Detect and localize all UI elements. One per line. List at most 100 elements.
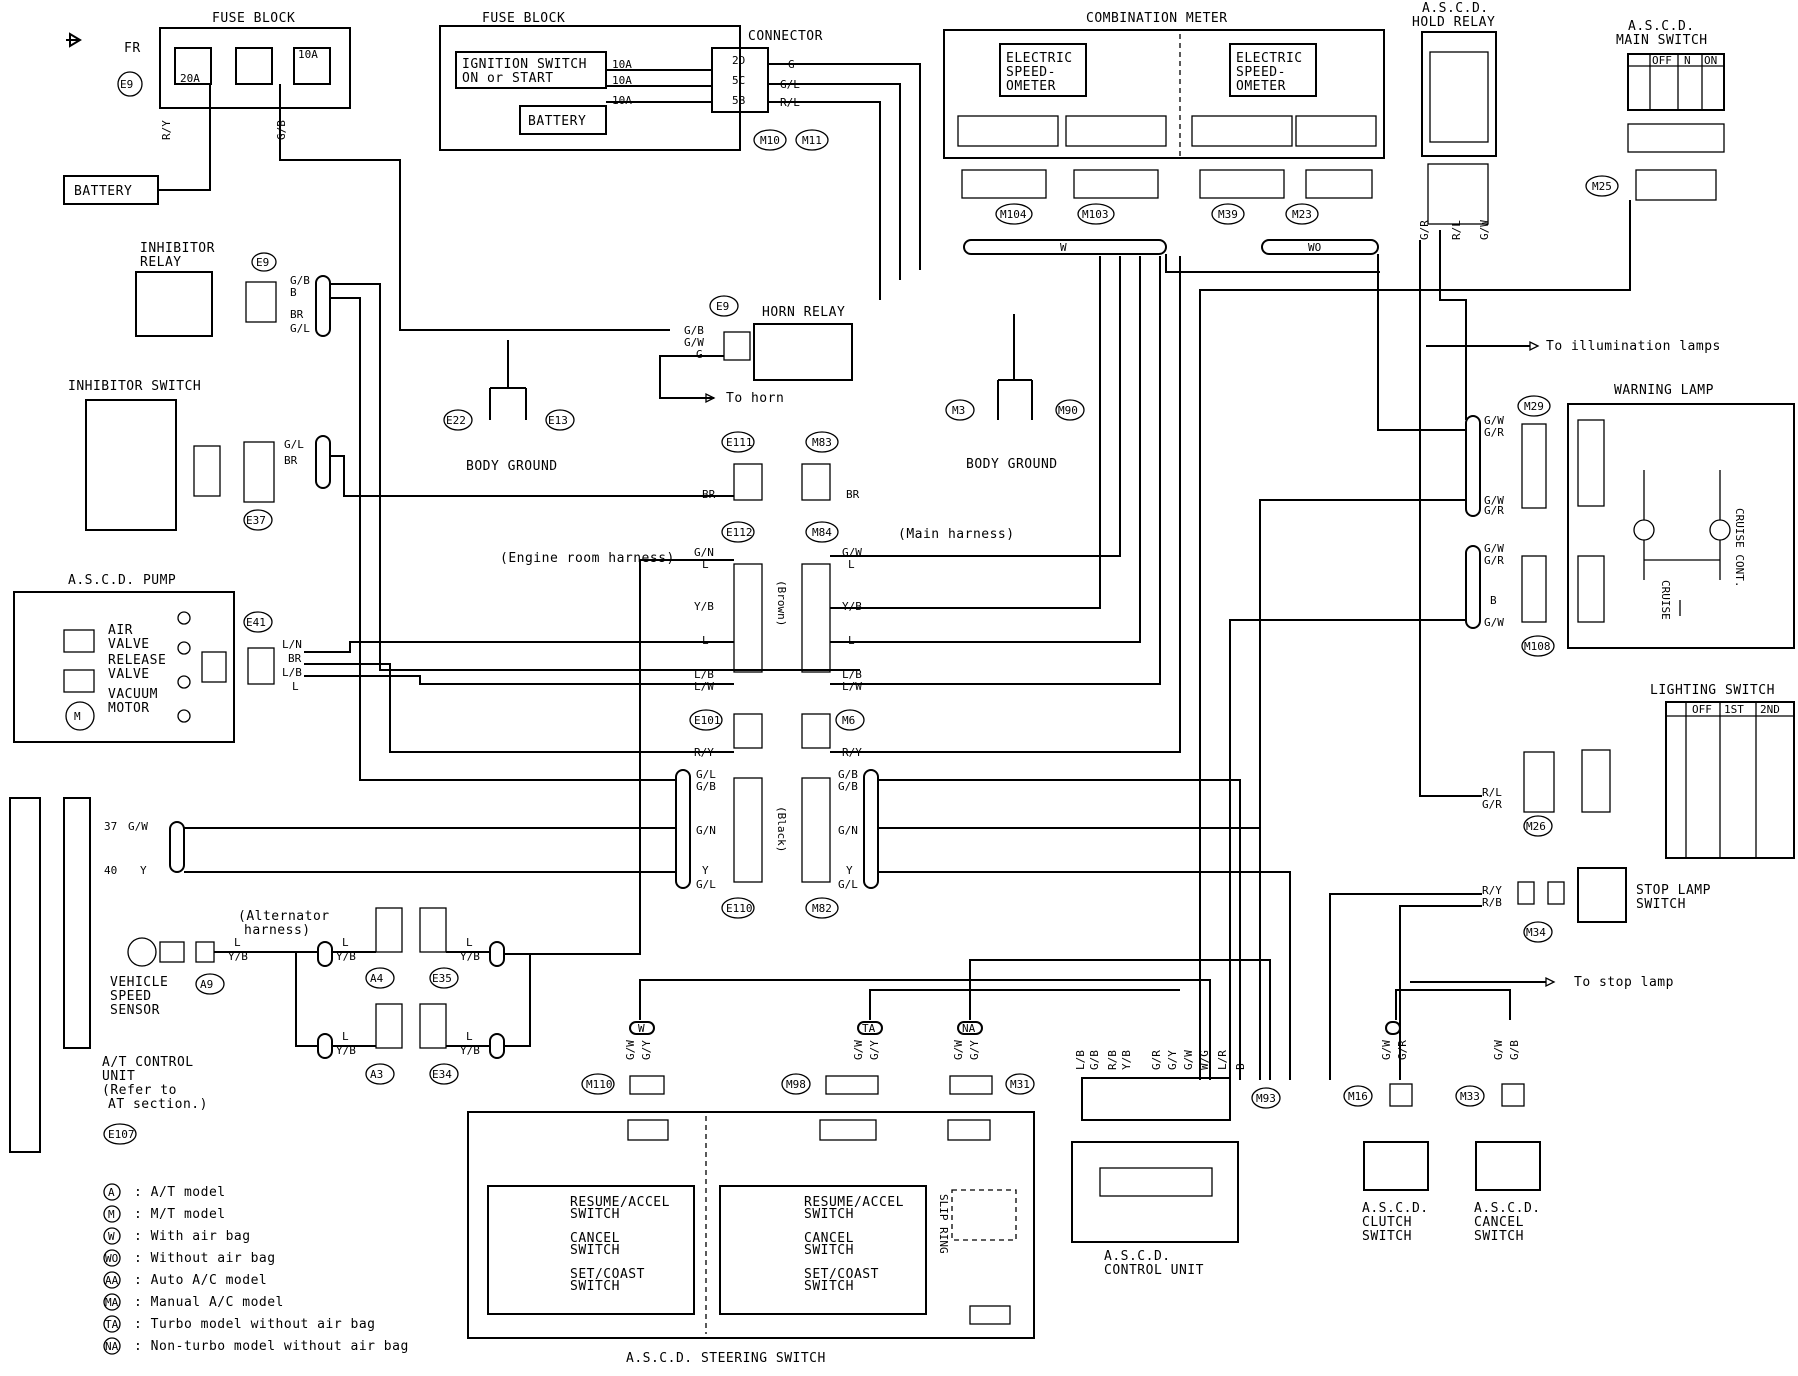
svg-text:SLIP RING: SLIP RING xyxy=(937,1194,950,1254)
svg-text:AA: AA xyxy=(105,1274,119,1287)
svg-text:SPEED-: SPEED- xyxy=(1236,65,1286,80)
svg-text:G/B: G/B xyxy=(684,324,704,337)
svg-text:G/W: G/W xyxy=(1484,414,1504,427)
svg-text:G/R: G/R xyxy=(1484,426,1504,439)
svg-text:CANCEL: CANCEL xyxy=(570,1231,620,1246)
svg-text:SWITCH: SWITCH xyxy=(1474,1229,1524,1244)
svg-text:(Main harness): (Main harness) xyxy=(898,527,1015,542)
svg-text:G/R: G/R xyxy=(1150,1050,1163,1070)
svg-text:R/L: R/L xyxy=(1450,220,1463,240)
svg-text:R/L: R/L xyxy=(1482,786,1502,799)
svg-text:5B: 5B xyxy=(732,94,746,107)
svg-text:G/L: G/L xyxy=(696,768,716,781)
svg-text:CRUISE: CRUISE xyxy=(1659,580,1672,620)
svg-text:M: M xyxy=(108,1208,115,1221)
svg-text:G/B: G/B xyxy=(290,274,310,287)
svg-text:5C: 5C xyxy=(732,74,745,87)
svg-text:Y: Y xyxy=(140,864,147,877)
svg-text:L/B: L/B xyxy=(282,666,302,679)
svg-text:Y: Y xyxy=(846,864,853,877)
svg-text:SWITCH: SWITCH xyxy=(570,1279,620,1294)
svg-text:M98: M98 xyxy=(786,1078,806,1091)
svg-text:ELECTRIC: ELECTRIC xyxy=(1236,51,1303,66)
svg-text:L/W: L/W xyxy=(694,680,714,693)
svg-text:W: W xyxy=(638,1022,645,1035)
svg-text:M93: M93 xyxy=(1256,1092,1276,1105)
svg-text:BR: BR xyxy=(288,652,302,665)
svg-text:M10: M10 xyxy=(760,134,780,147)
svg-text:L: L xyxy=(292,680,299,693)
svg-text:ELECTRIC: ELECTRIC xyxy=(1006,51,1073,66)
svg-text:R/Y: R/Y xyxy=(160,120,173,140)
svg-text:2D: 2D xyxy=(732,54,745,67)
svg-text:Y/B: Y/B xyxy=(336,1044,356,1057)
svg-text:R/Y: R/Y xyxy=(1482,884,1502,897)
ascd-pump: A.S.C.D. PUMP M AIR VALVE RELEASE VALVE … xyxy=(13,573,302,743)
svg-text:SWITCH: SWITCH xyxy=(570,1243,620,1258)
svg-text:R/B: R/B xyxy=(1106,1050,1119,1070)
svg-text:E107: E107 xyxy=(108,1128,135,1141)
svg-text:20A: 20A xyxy=(180,72,200,85)
svg-text:Y/B: Y/B xyxy=(694,600,714,613)
svg-text:G/N: G/N xyxy=(838,824,858,837)
illumination-arrow: To illumination lamps xyxy=(1426,339,1720,354)
warning-lamp: WARNING LAMP CRUISE CRUISE CONT. M29 M10… xyxy=(1465,383,1795,657)
svg-text:E9: E9 xyxy=(120,78,133,91)
svg-text:: Non-turbo model without air: : Non-turbo model without air bag xyxy=(134,1339,409,1354)
svg-text:A.S.C.D.: A.S.C.D. xyxy=(1422,1,1489,16)
svg-text:Y: Y xyxy=(702,864,709,877)
svg-text:E112: E112 xyxy=(726,526,753,539)
svg-text:Y/B: Y/B xyxy=(460,950,480,963)
svg-text:TA: TA xyxy=(105,1318,119,1331)
svg-text:ON or START: ON or START xyxy=(462,71,554,86)
svg-text:INHIBITOR SWITCH: INHIBITOR SWITCH xyxy=(68,379,201,394)
ascd-hold-relay: A.S.C.D. HOLD RELAY G/R R/L G/W xyxy=(1412,1,1497,240)
svg-text:WO: WO xyxy=(105,1252,118,1265)
svg-text:STOP LAMP: STOP LAMP xyxy=(1636,883,1711,898)
svg-text:G/B: G/B xyxy=(838,768,858,781)
svg-text:VALVE: VALVE xyxy=(108,667,150,682)
svg-text:VACUUM: VACUUM xyxy=(108,687,158,702)
svg-text:R/B: R/B xyxy=(1482,896,1502,909)
svg-text:1ST: 1ST xyxy=(1724,703,1744,716)
svg-text:E41: E41 xyxy=(246,616,266,629)
svg-text:: A/T model: : A/T model xyxy=(134,1185,226,1200)
svg-text:MA: MA xyxy=(105,1296,119,1309)
svg-text:L: L xyxy=(466,936,473,949)
svg-text:BR: BR xyxy=(702,488,716,501)
svg-text:M90: M90 xyxy=(1058,404,1078,417)
fuse-block-right: FUSE BLOCK IGNITION SWITCH ON or START B… xyxy=(439,11,921,300)
svg-text:SWITCH: SWITCH xyxy=(804,1207,854,1222)
svg-text:To horn: To horn xyxy=(726,391,784,406)
svg-text:AIR: AIR xyxy=(108,623,133,638)
svg-text:A.S.C.D.: A.S.C.D. xyxy=(1362,1201,1429,1216)
svg-text:M26: M26 xyxy=(1526,820,1546,833)
svg-text:G/N: G/N xyxy=(696,824,716,837)
svg-text:L: L xyxy=(702,558,709,571)
svg-text:G/B: G/B xyxy=(1088,1050,1101,1070)
inhibitor-relay: INHIBITOR RELAY E9 G/B B BR G/L xyxy=(135,241,331,337)
svg-text:L: L xyxy=(342,1030,349,1043)
svg-text:CANCEL: CANCEL xyxy=(804,1231,854,1246)
svg-text:G/B: G/B xyxy=(696,780,716,793)
svg-text:Y/B: Y/B xyxy=(1120,1050,1133,1070)
svg-text:OFF: OFF xyxy=(1652,54,1672,67)
svg-text:BR: BR xyxy=(284,454,298,467)
svg-text:L: L xyxy=(234,936,241,949)
svg-text:TA: TA xyxy=(862,1022,876,1035)
svg-text:A9: A9 xyxy=(200,978,213,991)
svg-text:10A: 10A xyxy=(612,58,632,71)
svg-text:(Alternator: (Alternator xyxy=(238,909,330,924)
ascd-cancel-switch: G/W G/B M33 A.S.C.D. CANCEL SWITCH xyxy=(1455,1040,1541,1244)
svg-text:G/L: G/L xyxy=(290,322,310,335)
svg-text:M84: M84 xyxy=(812,526,832,539)
svg-text:SPEED: SPEED xyxy=(110,989,152,1004)
svg-text:BATTERY: BATTERY xyxy=(528,114,586,129)
svg-text:G/W: G/W xyxy=(1380,1040,1393,1060)
svg-text:SET/COAST: SET/COAST xyxy=(570,1267,645,1282)
svg-text:M108: M108 xyxy=(1524,640,1551,653)
svg-text:G/R: G/R xyxy=(1418,220,1431,240)
svg-text:SET/COAST: SET/COAST xyxy=(804,1267,879,1282)
body-ground-left: E22 E13 BODY GROUND xyxy=(443,340,575,474)
svg-text:To stop lamp: To stop lamp xyxy=(1574,975,1674,990)
